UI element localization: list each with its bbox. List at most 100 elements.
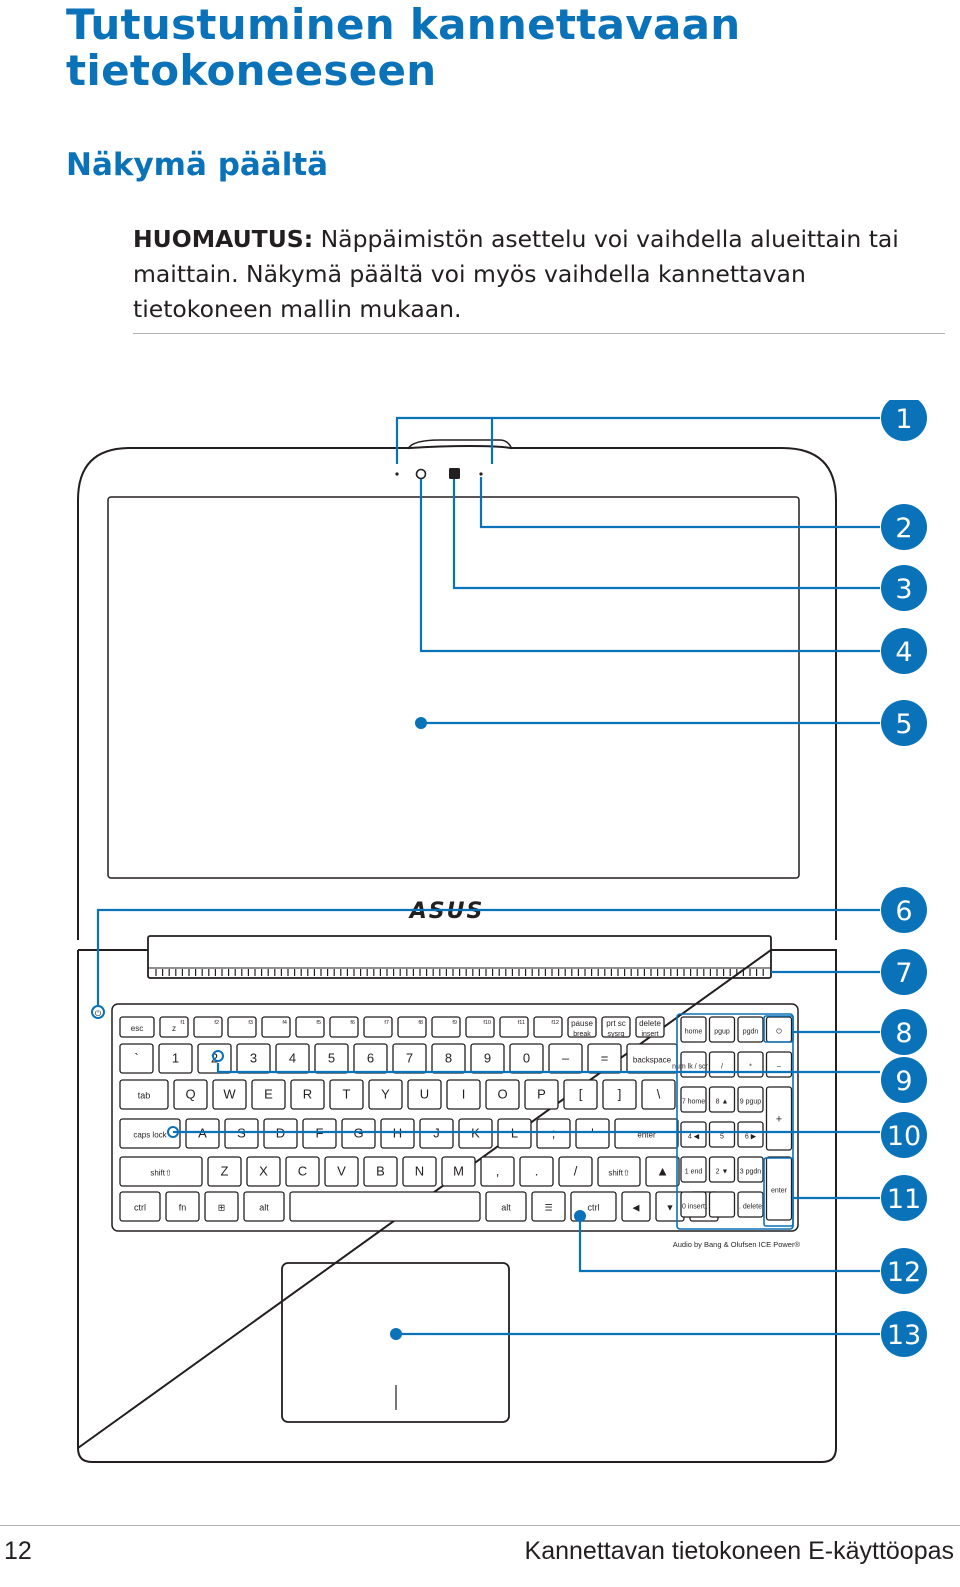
key-q-1: Q [173, 1079, 208, 1110]
note-paragraph: HUOMAUTUS: Näppäimistön asettelu voi vai… [133, 222, 945, 327]
key-num-3-label: 3 [250, 1051, 257, 1066]
key-q-10-label: P [537, 1087, 546, 1102]
section-title: Näkymä päältä [66, 147, 329, 183]
key-fn-1: z [159, 1016, 189, 1038]
speaker-grille [155, 969, 764, 976]
callout-number-8: 8 [895, 1018, 912, 1049]
callout-line-4 [419, 479, 880, 653]
key-h-4: F [302, 1118, 337, 1149]
callout-number-9: 9 [895, 1066, 912, 1097]
numpad-key-0-0: home [680, 1016, 707, 1043]
callout-number-13: 13 [887, 1320, 921, 1351]
key-num-9: 9 [470, 1043, 505, 1074]
key-h-3: D [263, 1118, 298, 1149]
key-s-7-label: M [453, 1164, 464, 1179]
numpad-key-2-0: 7 home [680, 1086, 707, 1113]
key-q-7: U [407, 1079, 442, 1110]
key-q-13: \ [641, 1079, 676, 1110]
key-num-1-label: 1 [172, 1051, 179, 1066]
key-num-2-label: 2 [211, 1051, 218, 1066]
key-num-9-label: 9 [484, 1051, 491, 1066]
numpad-key-5-1 [708, 1191, 736, 1218]
key-q-12: ] [602, 1079, 637, 1110]
key-s-9: . [519, 1156, 554, 1187]
key-fn-3-fkey: f3 [248, 1020, 253, 1026]
camera-mic-left [395, 472, 399, 476]
key-s-2: X [246, 1156, 281, 1187]
key-q-6: Y [368, 1079, 403, 1110]
key-q-4-label: R [303, 1087, 312, 1102]
callout-lines [96, 416, 880, 1340]
key-b-3-label: alt [259, 1203, 269, 1213]
key-q-11-label: [ [579, 1087, 583, 1102]
key-fn-15-sublabel: insert [641, 1031, 658, 1038]
key-num-6-label: 6 [367, 1051, 374, 1066]
key-num-4: 4 [275, 1043, 310, 1074]
key-h-7: J [419, 1118, 454, 1149]
numpad-key-0-3: ⏻ [765, 1016, 793, 1043]
key-fn-11 [499, 1016, 529, 1038]
numpad-key-4-0-label: 1 end [685, 1169, 703, 1176]
callout-number-6: 6 [895, 896, 912, 927]
callout-number-10: 10 [887, 1121, 921, 1152]
numpad-key-0-1: pgup [708, 1016, 736, 1043]
callout-ring-9 [212, 1050, 224, 1062]
numpad-key-4-1-label: 2 ▼ [716, 1169, 729, 1176]
key-num-0-label: ` [134, 1051, 138, 1066]
key-s-4: V [324, 1156, 359, 1187]
numpad-key-0-2: pgdn [737, 1016, 764, 1043]
key-q-0: tab [119, 1079, 169, 1110]
key-q-2: W [212, 1079, 247, 1110]
numpad-key-5-2-label: . delete [739, 1204, 762, 1211]
numpad-enter-label: enter [771, 1188, 788, 1195]
key-num-10: 0 [509, 1043, 544, 1074]
numpad-key-0-2-label: pgdn [743, 1029, 759, 1036]
key-s-10: / [558, 1156, 593, 1187]
callout-ring-10 [167, 1126, 179, 1138]
key-q-0-label: tab [138, 1091, 151, 1101]
key-s-3-label: C [298, 1164, 307, 1179]
key-q-10: P [524, 1079, 559, 1110]
key-b-5-label: alt [501, 1203, 511, 1213]
key-fn-11-fkey: f11 [518, 1020, 525, 1026]
key-fn-4 [261, 1016, 291, 1038]
key-h-5: G [341, 1118, 376, 1149]
key-h-12-label: enter [637, 1131, 656, 1140]
callout-number-5: 5 [895, 709, 912, 740]
key-fn-3 [227, 1016, 257, 1038]
key-s-8: , [480, 1156, 515, 1187]
key-q-12-label: ] [618, 1087, 622, 1102]
callout-badge-6: 6 [881, 887, 927, 933]
numpad-key-2-2-label: 9 pgup [740, 1099, 762, 1106]
key-b-1-label: fn [179, 1203, 187, 1213]
numpad-key-2-1-label: 8 ▲ [716, 1099, 729, 1106]
note-divider [133, 333, 945, 334]
key-s-6-label: N [415, 1164, 424, 1179]
key-fn-6-fkey: f6 [350, 1020, 355, 1026]
key-q-2-label: W [223, 1087, 236, 1102]
laptop-outline [76, 439, 837, 1463]
numpad-key-3-0: 4 ◀ [680, 1121, 707, 1148]
numpad-key-5-0-label: 0 insert [682, 1204, 705, 1211]
callout-line-3 [452, 479, 880, 590]
key-s-0: shift⇧ [119, 1156, 203, 1187]
key-s-6: N [402, 1156, 437, 1187]
key-num-1: 1 [158, 1043, 193, 1074]
key-b-0: ctrl [119, 1191, 161, 1222]
numpad-key-3-2-label: 6 ▶ [745, 1134, 757, 1141]
callout-number-3: 3 [895, 574, 912, 605]
note-label: HUOMAUTUS: [133, 225, 314, 253]
key-h-11: ' [575, 1118, 610, 1149]
numpad-highlight [676, 1013, 794, 1230]
key-b-9: ▼ [655, 1191, 685, 1222]
key-num-4-label: 4 [289, 1051, 296, 1066]
key-q-3-label: E [264, 1087, 273, 1102]
key-fn-10 [465, 1016, 495, 1038]
key-h-0-label: caps lock [133, 1131, 167, 1140]
numpad-key-1-1: / [708, 1051, 736, 1078]
numpad-key-1-0: num lk / scr lk [672, 1051, 715, 1078]
key-s-1-label: Z [221, 1164, 229, 1179]
key-num-13: backspace [626, 1043, 678, 1074]
